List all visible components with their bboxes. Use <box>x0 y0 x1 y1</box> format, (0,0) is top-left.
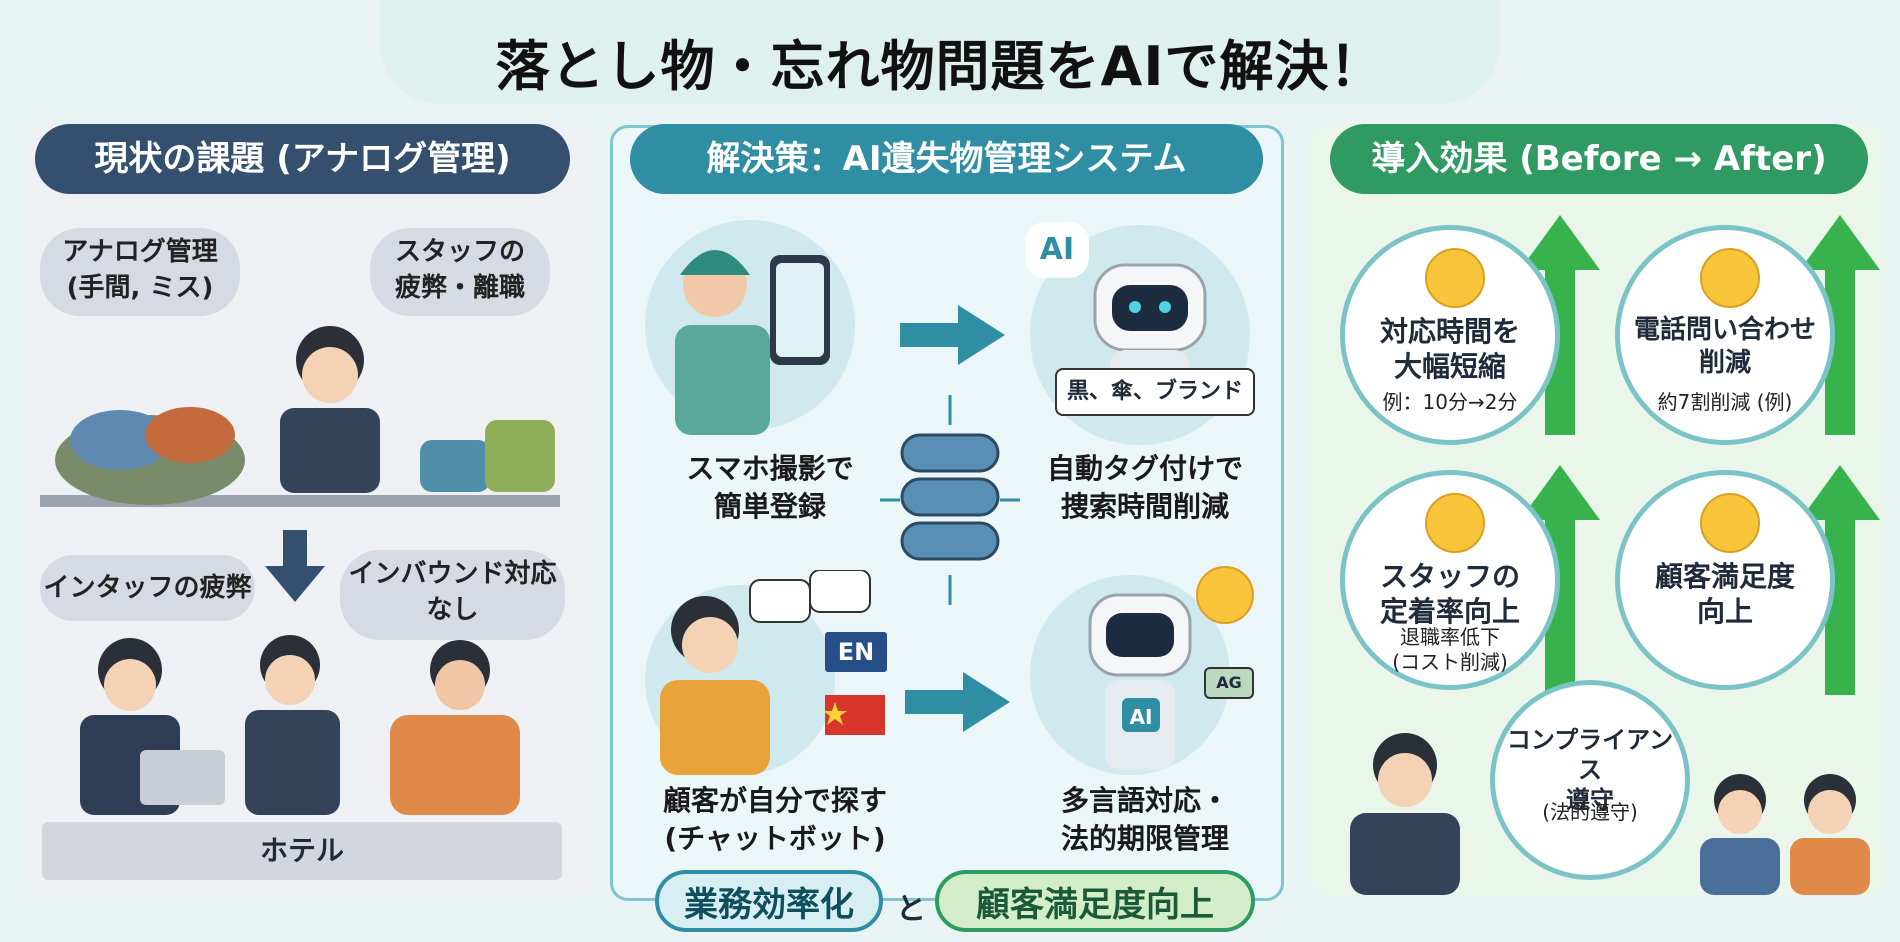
footer-efficiency-pill: 業務効率化 <box>655 870 883 932</box>
effect-title: スタッフの 定着率向上 <box>1379 560 1520 628</box>
label-auto-tagging: 自動タグ付けで 捜索時間削減 <box>1046 452 1243 523</box>
customer-chatbot-illustration <box>645 570 885 775</box>
growth-arrow-icon-3 <box>1520 465 1600 695</box>
tag-badge: AG <box>1204 667 1254 699</box>
auto-tag-box: 黒、傘、ブランド <box>1055 368 1255 416</box>
bubble-analog-management: アナログ管理 (手間, ミス) <box>40 228 240 316</box>
ai-badge: AI <box>1025 222 1089 278</box>
happy-guests-illustration <box>1700 774 1870 895</box>
effects-header: 導入効果 (Before → After) <box>1330 124 1868 194</box>
effect-circle-compliance: コンプライアンス 遵守 (法的遵守) <box>1490 680 1690 880</box>
effect-title: 電話問い合わせ 削減 <box>1633 315 1816 378</box>
growth-arrow-icon-2 <box>1800 215 1880 435</box>
footer-satisfaction-pill: 顧客満足度向上 <box>935 870 1255 932</box>
label-smartphone-register: スマホ撮影で 簡単登録 <box>686 452 854 523</box>
database-icon <box>880 395 1020 605</box>
effect-title: 顧客満足度 向上 <box>1654 560 1795 628</box>
effect-sub: 退職率低下 (コスト削減) <box>1392 625 1508 674</box>
bubble-staff-fatigue-2: インタッフの疲弊 <box>40 555 255 621</box>
ai-robot-multilingual-illustration <box>1030 566 1254 775</box>
effect-circle-response-time: 対応時間を 大幅短縮 例：10分→2分 <box>1340 225 1560 445</box>
label-customer-self-search: 顧客が自分で探す (チャットボット) <box>662 784 887 855</box>
robot-chest-ai-label: AI <box>1129 705 1153 729</box>
staff-phone-photo-illustration <box>645 220 855 435</box>
front-desk-illustration <box>40 326 560 507</box>
footer-and: と <box>896 892 926 927</box>
growth-arrow-icon-4 <box>1800 465 1880 695</box>
smile-icon <box>1700 493 1760 553</box>
smile-icon <box>1425 248 1485 308</box>
effect-sub: 約7割削減 (例) <box>1657 390 1793 414</box>
down-arrow-icon <box>265 530 325 602</box>
smile-icon <box>1425 493 1485 553</box>
current-issues-header: 現状の課題 (アナログ管理) <box>35 124 570 194</box>
effect-circle-phone-inquiries: 電話問い合わせ 削減 約7割削減 (例) <box>1615 225 1835 445</box>
effect-sub: 例：10分→2分 <box>1382 390 1518 414</box>
effect-title: 対応時間を 大幅短縮 <box>1379 315 1520 383</box>
label-multilingual-legal: 多言語対応・ 法的期限管理 <box>1060 784 1229 855</box>
stressed-staff-illustration <box>80 635 520 815</box>
right-arrow-icon-2 <box>905 672 1010 732</box>
solution-header: 解決策：AI遺失物管理システム <box>630 124 1263 194</box>
bubble-staff-fatigue: スタッフの 疲弊・離職 <box>370 228 550 316</box>
effect-sub: (法的遵守) <box>1542 800 1638 824</box>
effect-circle-staff-retention: スタッフの 定着率向上 退職率低下 (コスト削減) <box>1340 470 1560 690</box>
hotel-label: ホテル <box>42 822 562 880</box>
english-language-badge: EN <box>825 632 887 672</box>
title-banner: 落とし物・忘れ物問題をAIで解決！ <box>380 0 1500 104</box>
effect-title: コンプライアンス 遵守 <box>1506 726 1674 814</box>
happy-staff-illustration <box>1350 733 1460 895</box>
bubble-no-inbound-support: インバウンド対応 なし <box>340 550 565 640</box>
page-title: 落とし物・忘れ物問題をAIで解決！ <box>495 35 1385 98</box>
growth-arrow-icon <box>1520 215 1600 435</box>
smile-icon <box>1700 248 1760 308</box>
effect-circle-customer-satisfaction: 顧客満足度 向上 <box>1615 470 1835 690</box>
right-arrow-icon <box>900 305 1005 365</box>
